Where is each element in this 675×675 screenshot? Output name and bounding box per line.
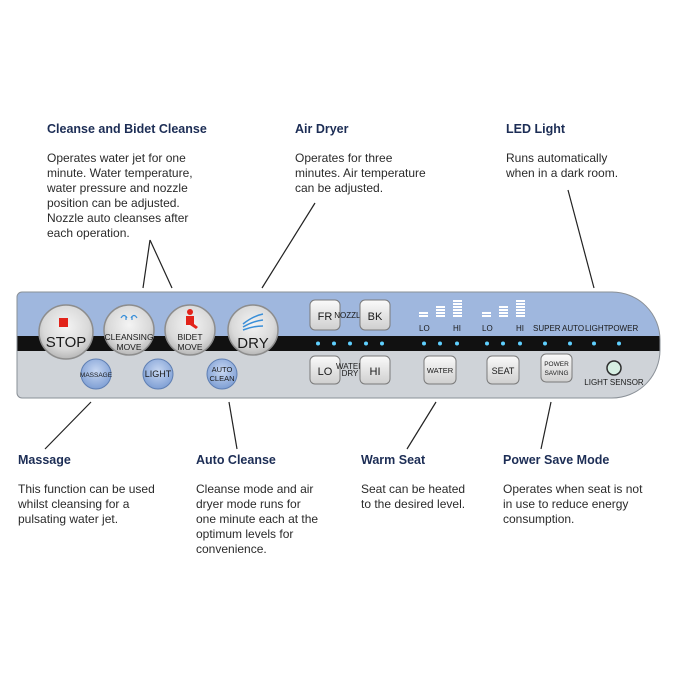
water-hi-indicator: HI bbox=[453, 324, 461, 333]
nozzle-label: NOZZLE bbox=[334, 311, 366, 320]
hi-button[interactable]: HI bbox=[359, 355, 391, 385]
air-dryer-description: Operates for three minutes. Air temperat… bbox=[295, 151, 426, 195]
seat-temp-button[interactable]: SEAT bbox=[486, 355, 520, 385]
bidet-label-2: MOVE bbox=[177, 342, 202, 352]
massage-description: This function can be used whilst cleansi… bbox=[18, 482, 155, 526]
stop-button[interactable]: STOP bbox=[38, 304, 94, 360]
auto-indicator: AUTO bbox=[562, 324, 584, 333]
bidet-label-1: BIDET bbox=[177, 332, 202, 342]
hi-label: HI bbox=[370, 366, 381, 378]
water-dry-label-2: DRY bbox=[342, 369, 359, 378]
massage-title: Massage bbox=[18, 453, 71, 467]
cleansing-move-button[interactable]: CLEANSING MOVE bbox=[103, 304, 155, 356]
auto-clean-label-1: AUTO bbox=[212, 365, 233, 374]
nozzle-back-button[interactable]: BK bbox=[359, 299, 391, 331]
light-sensor: LIGHT SENSOR bbox=[584, 360, 644, 387]
bk-label: BK bbox=[368, 311, 383, 323]
power-save-description: Operates when seat is not in use to redu… bbox=[503, 482, 643, 526]
water-label: WATER bbox=[427, 366, 454, 375]
massage-button[interactable]: MASSAGE bbox=[80, 358, 113, 390]
cleanse-title: Cleanse and Bidet Cleanse bbox=[47, 122, 207, 136]
seat-hi-indicator: HI bbox=[516, 324, 524, 333]
dry-button[interactable]: DRY bbox=[227, 304, 279, 356]
warm-seat-title: Warm Seat bbox=[361, 453, 426, 467]
power-saving-label-1: POWER bbox=[544, 361, 569, 368]
light-label: LIGHT bbox=[145, 369, 172, 379]
air-flow-icon bbox=[242, 313, 264, 331]
auto-clean-button[interactable]: AUTO CLEAN bbox=[206, 358, 238, 390]
super-indicator: SUPER bbox=[533, 324, 561, 333]
water-level-bars bbox=[419, 300, 462, 317]
lo-button[interactable]: LO bbox=[309, 355, 341, 385]
air-dryer-title: Air Dryer bbox=[295, 122, 349, 136]
auto-cleanse-title: Auto Cleanse bbox=[196, 453, 276, 467]
light-sensor-label: LIGHT SENSOR bbox=[584, 378, 644, 387]
seat-lo-indicator: LO bbox=[482, 324, 493, 333]
cleansing-label-1: CLEANSING bbox=[104, 332, 153, 342]
auto-cleanse-description: Cleanse mode and air dryer mode runs for… bbox=[196, 482, 319, 556]
dry-label: DRY bbox=[237, 335, 268, 352]
water-lo-indicator: LO bbox=[419, 324, 430, 333]
leader-lines bbox=[44, 189, 595, 450]
fr-label: FR bbox=[318, 311, 333, 323]
seat-label: SEAT bbox=[492, 366, 515, 376]
stop-label: STOP bbox=[46, 334, 87, 351]
massage-label: MASSAGE bbox=[80, 372, 113, 379]
cleansing-label-2: MOVE bbox=[116, 342, 141, 352]
power-save-title: Power Save Mode bbox=[503, 453, 610, 467]
led-dots bbox=[316, 341, 621, 346]
led-light-description: Runs automatically when in a dark room. bbox=[506, 151, 619, 180]
power-saving-button[interactable]: POWER SAVING bbox=[540, 353, 573, 383]
water-spray-icon bbox=[120, 314, 138, 320]
nozzle-front-button[interactable]: FR bbox=[309, 299, 341, 331]
cleanse-description: Operates water jet for one minute. Water… bbox=[47, 151, 193, 240]
light-button[interactable]: LIGHT bbox=[142, 358, 174, 390]
water-temp-button[interactable]: WATER bbox=[423, 355, 457, 385]
water-dry-label-1: WATER bbox=[336, 362, 364, 371]
bidet-person-icon bbox=[186, 309, 198, 329]
lo-label: LO bbox=[318, 366, 333, 378]
stop-icon bbox=[59, 318, 68, 327]
warm-seat-description: Seat can be heated to the desired level. bbox=[361, 482, 466, 511]
power-saving-label-2: SAVING bbox=[544, 370, 568, 377]
bidet-move-button[interactable]: BIDET MOVE bbox=[164, 304, 216, 356]
power-indicator: POWER bbox=[608, 324, 638, 333]
seat-level-bars bbox=[482, 300, 525, 317]
light-indicator: LIGHT bbox=[585, 324, 609, 333]
led-light-title: LED Light bbox=[506, 122, 566, 136]
auto-clean-label-2: CLEAN bbox=[209, 374, 234, 383]
